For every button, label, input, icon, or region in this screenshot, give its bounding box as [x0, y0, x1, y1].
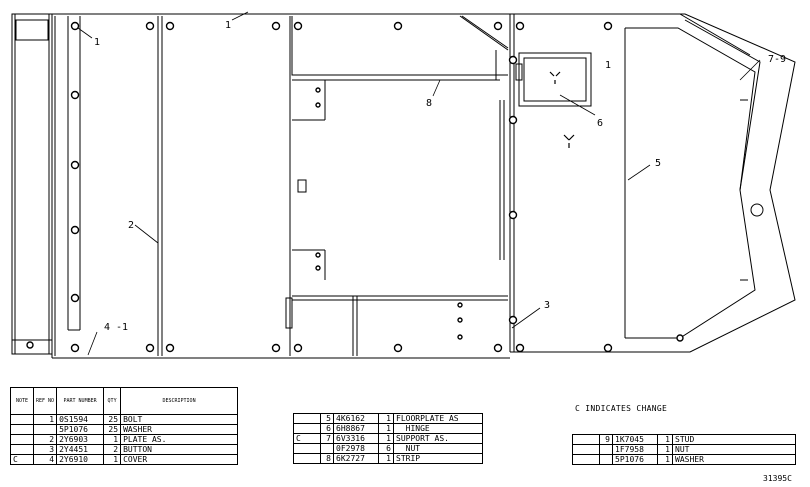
change-legend: C INDICATES CHANGE	[575, 404, 668, 413]
callout-1c: 1	[605, 60, 611, 71]
parts-table-1: NOTE REF NO PART NUMBER QTY DESCRIPTION …	[10, 387, 238, 465]
callout-1b: 1	[225, 20, 231, 31]
callout-7-9: 7-9	[768, 54, 786, 65]
header-note: NOTE	[10, 387, 34, 415]
drawing-number: 31395C	[763, 474, 792, 483]
header-part: PART NUMBER	[56, 387, 105, 415]
callout-2: 2	[128, 220, 134, 231]
callout-5: 5	[655, 158, 661, 169]
callout-6: 6	[597, 118, 603, 129]
header-qty: QTY	[103, 387, 122, 415]
callout-1a: 1	[94, 37, 100, 48]
header-ref: REF NO	[32, 387, 58, 415]
callout-4-1: 4 -1	[104, 322, 128, 333]
callout-8: 8	[426, 98, 432, 109]
header-desc: DESCRIPTION	[120, 387, 238, 415]
callout-3: 3	[544, 300, 550, 311]
